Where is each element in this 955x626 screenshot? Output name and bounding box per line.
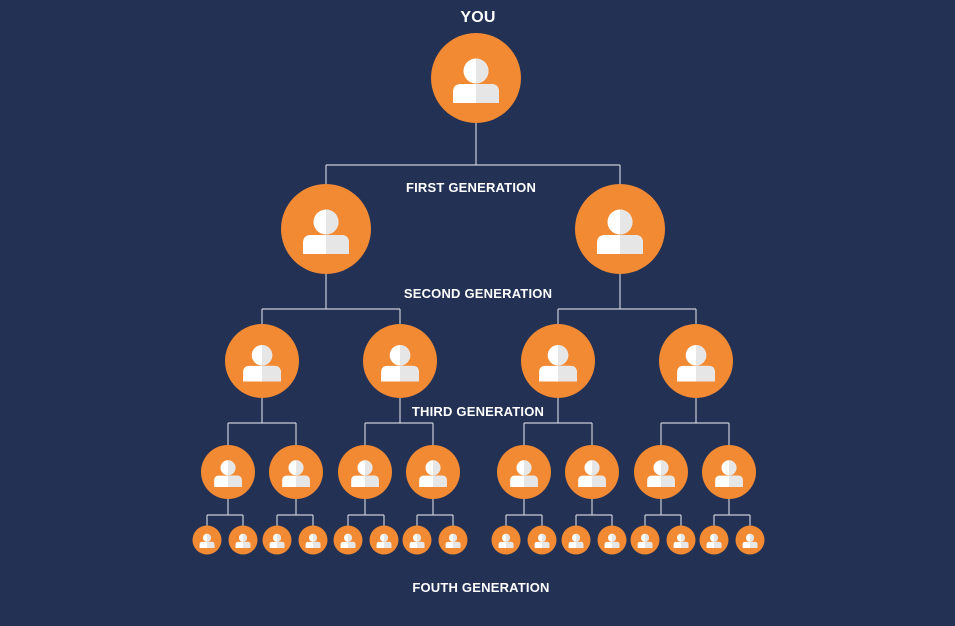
person-icon	[303, 209, 349, 254]
generation-4-node	[630, 525, 660, 555]
label-first-generation: FIRST GENERATION	[405, 180, 537, 195]
generation-4-node	[699, 525, 729, 555]
person-icon	[498, 533, 514, 549]
label-you: YOU	[460, 9, 496, 26]
generation-4-node	[527, 525, 557, 555]
generation-4-node	[333, 525, 363, 555]
label-fourth-generation: FOUTH GENERATION	[412, 580, 550, 595]
person-icon	[445, 533, 461, 549]
person-icon	[305, 533, 321, 549]
person-icon	[376, 533, 392, 549]
generation-4-node	[666, 525, 696, 555]
generation-4-node	[491, 525, 521, 555]
generation-3-node	[497, 445, 551, 499]
generation-2-node	[521, 324, 595, 398]
person-icon	[578, 460, 606, 487]
person-icon	[510, 460, 538, 487]
label-second-generation: SECOND GENERATION	[403, 286, 553, 301]
person-icon	[351, 460, 379, 487]
generation-4-node	[369, 525, 399, 555]
generation-3-node	[338, 445, 392, 499]
person-icon	[706, 533, 722, 549]
you-node	[431, 33, 521, 123]
person-icon	[597, 209, 643, 254]
generation-4-node	[438, 525, 468, 555]
generation-3-node	[565, 445, 619, 499]
generation-4-node	[262, 525, 292, 555]
generation-2-node	[363, 324, 437, 398]
person-icon	[199, 533, 215, 549]
person-icon	[409, 533, 425, 549]
person-icon	[214, 460, 242, 487]
generation-3-node	[634, 445, 688, 499]
person-icon	[604, 533, 620, 549]
person-icon	[677, 344, 715, 382]
generation-3-node	[269, 445, 323, 499]
generation-4-node	[561, 525, 591, 555]
generation-4-node	[192, 525, 222, 555]
person-nodes	[192, 33, 765, 555]
generation-2-node	[225, 324, 299, 398]
person-icon	[235, 533, 251, 549]
generation-2-node	[659, 324, 733, 398]
person-icon	[419, 460, 447, 487]
person-icon	[340, 533, 356, 549]
person-icon	[269, 533, 285, 549]
person-icon	[282, 460, 310, 487]
person-icon	[673, 533, 689, 549]
person-icon	[742, 533, 758, 549]
generation-4-node	[228, 525, 258, 555]
person-icon	[381, 344, 419, 382]
label-third-generation: THIRD GENERATION	[411, 404, 545, 419]
generation-4-node	[597, 525, 627, 555]
generation-3-node	[406, 445, 460, 499]
person-icon	[715, 460, 743, 487]
generation-4-node	[298, 525, 328, 555]
person-icon	[568, 533, 584, 549]
generation-3-node	[702, 445, 756, 499]
person-icon	[453, 58, 499, 103]
person-icon	[637, 533, 653, 549]
generation-1-node	[281, 184, 371, 274]
generation-3-node	[201, 445, 255, 499]
connector-lines	[206, 123, 751, 526]
generation-4-node	[402, 525, 432, 555]
person-icon	[243, 344, 281, 382]
person-icon	[647, 460, 675, 487]
person-icon	[539, 344, 577, 382]
generation-4-node	[735, 525, 765, 555]
person-icon	[534, 533, 550, 549]
generation-1-node	[575, 184, 665, 274]
